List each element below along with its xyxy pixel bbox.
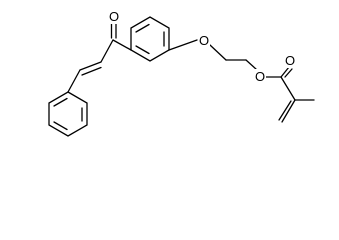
ketone-group xyxy=(110,22,132,51)
svg-text:O: O xyxy=(285,53,295,68)
carbonyl-oxygen-label: O xyxy=(284,53,296,68)
benzene-ring xyxy=(130,16,170,62)
svg-text:O: O xyxy=(255,69,265,84)
vinyl-linker xyxy=(67,39,114,93)
ester-oxygen-label: O xyxy=(254,69,266,84)
phenyl-ring xyxy=(48,91,88,137)
ethylene-glycol-linker xyxy=(168,39,258,71)
svg-text:O: O xyxy=(199,33,209,48)
ketone-oxygen-label: O xyxy=(108,9,120,24)
chemical-structure: O O O O xyxy=(48,9,315,137)
methacrylate-group xyxy=(265,66,315,123)
svg-text:O: O xyxy=(109,9,119,24)
ether-oxygen-label: O xyxy=(198,33,210,48)
